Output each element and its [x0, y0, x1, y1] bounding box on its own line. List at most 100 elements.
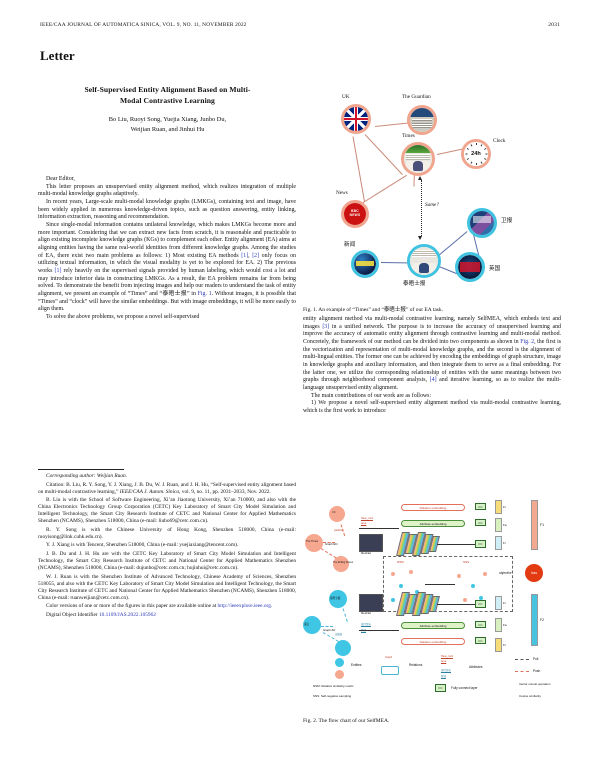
node-yingguo[interactable] [455, 252, 485, 282]
affiliation-5: W. J. Ruan is with the Shenzhen Institut… [38, 573, 296, 601]
title-block: Self-Supervised Entity Alignment Based o… [40, 84, 295, 134]
fig2-label-uk: UK [332, 511, 336, 514]
fig2-rsm-sns-divider [425, 584, 455, 585]
citation-ref-1[interactable]: [1] [241, 252, 249, 259]
legend-label-entities: Entities [351, 663, 362, 667]
affiliation-1: B. Liu is with the School of Software En… [38, 497, 296, 525]
citation-note: Citation: B. Liu, R. Y. Song, Y. J. Xian… [38, 481, 296, 495]
fig2-fc-zh-2: FC [475, 621, 486, 628]
node-label-uk: UK [342, 94, 350, 100]
figure-1-graphic: UK The Guardian Times [303, 80, 561, 305]
affiliation-4: J. B. Du and J. H. Hu are with the CETC … [38, 550, 296, 572]
fig2-fc-zh-1: FC [475, 600, 486, 608]
right-column: entity alignment method via multi-modal … [303, 316, 561, 416]
fig2-label-sns: SNS [463, 560, 470, 564]
fig2-relation-embedding-zh: Relation embedding [401, 638, 465, 645]
paragraph-4: To solve the above problems, we propose … [46, 314, 200, 321]
fig2-relation-embedding-en: Relation embedding [401, 504, 465, 511]
fig2-sns-dot-4 [479, 596, 483, 600]
citation-ref-4[interactable]: [3] [322, 323, 330, 330]
node-xinwen[interactable] [351, 250, 379, 278]
legend-label-pull: Pull [533, 657, 539, 661]
paragraph-1: This letter proposes an unsupervised ent… [38, 183, 296, 198]
fig2-label-graph-en: Graph EN [325, 542, 338, 546]
fig2-label-fa-zh: Fa [503, 623, 507, 627]
yingguo-flag-globe-icon [458, 255, 482, 279]
fig2-edge-en-3 [320, 548, 337, 559]
fig2-label-rolling-stones: The Rolling Stones [333, 561, 354, 564]
citation-ref-3[interactable]: [1] [54, 268, 62, 275]
fig2-vector-fa-en [495, 518, 502, 532]
fig2-sns-dot-1 [457, 574, 461, 578]
running-head: IEEE/CAA JOURNAL OF AUTOMATICA SINICA, V… [40, 22, 560, 28]
fig2-attribute-embedding-en: Attribute embedding [401, 520, 465, 527]
fig2-sns-dot-2 [471, 584, 475, 588]
ieee-xplore-link[interactable]: http://ieeexplore.ieee.org [217, 603, 271, 610]
legend-attr-sample-2: Area [441, 660, 447, 663]
fig2-image-en [359, 534, 383, 552]
fig2-connector-zh-attr [359, 630, 399, 631]
legend-swatch-entities-cyan [335, 658, 344, 667]
uk-flag-icon [344, 107, 368, 131]
fig2-label-relation-en: publisher [334, 529, 344, 532]
fig2-label-fr-en: Fr [503, 505, 506, 509]
figure-2-caption: Fig. 2. The flow chart of our SelfMEA. [303, 718, 390, 724]
fig2-node-the-times [305, 534, 323, 552]
fig2-label-f1: F1 [540, 523, 544, 527]
node-the-guardian[interactable] [407, 105, 437, 135]
figure-ref-2[interactable]: Fig. 2 [520, 339, 535, 346]
fig2-sns-dot-3 [483, 572, 487, 576]
fig2-resnet-en: ResNet [361, 551, 372, 555]
edge-uk-news [352, 136, 365, 202]
taiwushibao-thumbnail-icon [410, 247, 438, 275]
fig2-node-uk [329, 506, 345, 522]
node-uk[interactable] [341, 104, 371, 134]
fig2-label-f2: F2 [540, 618, 544, 622]
doi-link[interactable]: 10.1109/JAS.2022.105962 [98, 611, 156, 618]
fig2-rsm-dot-3 [409, 570, 413, 574]
fig2-objective-label: objective [499, 571, 512, 575]
node-weibao[interactable] [467, 208, 497, 238]
figure-ref-1[interactable]: Fig. 1 [197, 291, 212, 298]
paragraph-2: In recent years, Large-scale multi-modal… [38, 199, 296, 221]
fig2-vector-fa-zh [495, 618, 502, 632]
affiliation-3: Y. J. Xiang is with Tencent, Shenzhen 51… [46, 542, 239, 549]
fig2-node-zh-entity-2 [303, 616, 321, 634]
same-question-connector [421, 180, 422, 236]
author-list: Bo Liu, Ruoyi Song, Yuejia Xiang, Junbo … [40, 115, 295, 134]
fig2-node-rolling-stones [333, 556, 349, 572]
page-title: Self-Supervised Entity Alignment Based o… [40, 84, 295, 106]
fig2-rsm-dot-5 [391, 598, 395, 602]
fig2-label-graph-zh: Graph ZH [323, 628, 336, 632]
journal-name: IEEE/CAA JOURNAL OF AUTOMATICA SINICA, V… [40, 22, 247, 28]
fig2-label-zh-entity-2: 滚石 [304, 623, 310, 626]
color-version-note: Color versions of one or more of the fig… [46, 603, 273, 610]
fig2-resnet-zh: ResNet [361, 611, 372, 615]
p3-part-b: , [248, 252, 253, 259]
fig2-connector-zh-image [437, 604, 475, 605]
doi-note: Digital Object Identifier 10.1109/JAS.20… [46, 611, 156, 618]
legend-attr-sample-1: Have_rock [441, 655, 453, 658]
fig2-attribute-embedding-zh: Attribute embedding [401, 622, 465, 629]
fig2-vector-f1 [531, 500, 538, 550]
legend-swatch-fc: FC [435, 684, 446, 692]
footnote-block: Corresponding author: Weijian Ruan. Cita… [38, 473, 296, 620]
fig2-vector-fr-zh [495, 638, 502, 652]
node-taiwushibao[interactable] [407, 244, 441, 278]
node-label-xinwen: 新闻 [344, 242, 356, 248]
weibao-thumbnail-icon [470, 211, 494, 235]
p3-part-a: Since single-modal information contains … [38, 222, 296, 259]
fig2-label-relation-zh: 出版商 [335, 633, 343, 636]
citation-ref-5[interactable]: [4] [429, 377, 437, 384]
clock-value-label: 24h [471, 151, 481, 158]
fig2-vector-fr-en [495, 500, 502, 514]
fig2-label-rsm: RSM [397, 560, 404, 564]
citation-ref-2[interactable]: [2] [252, 252, 260, 259]
node-times[interactable] [401, 142, 435, 176]
node-clock[interactable]: 24h [461, 139, 491, 169]
title-line-2: Modal Contrastive Learning [120, 96, 215, 105]
fig2-attr-zh-1: 流行音乐 [361, 623, 372, 626]
node-label-times: Times [402, 133, 415, 139]
